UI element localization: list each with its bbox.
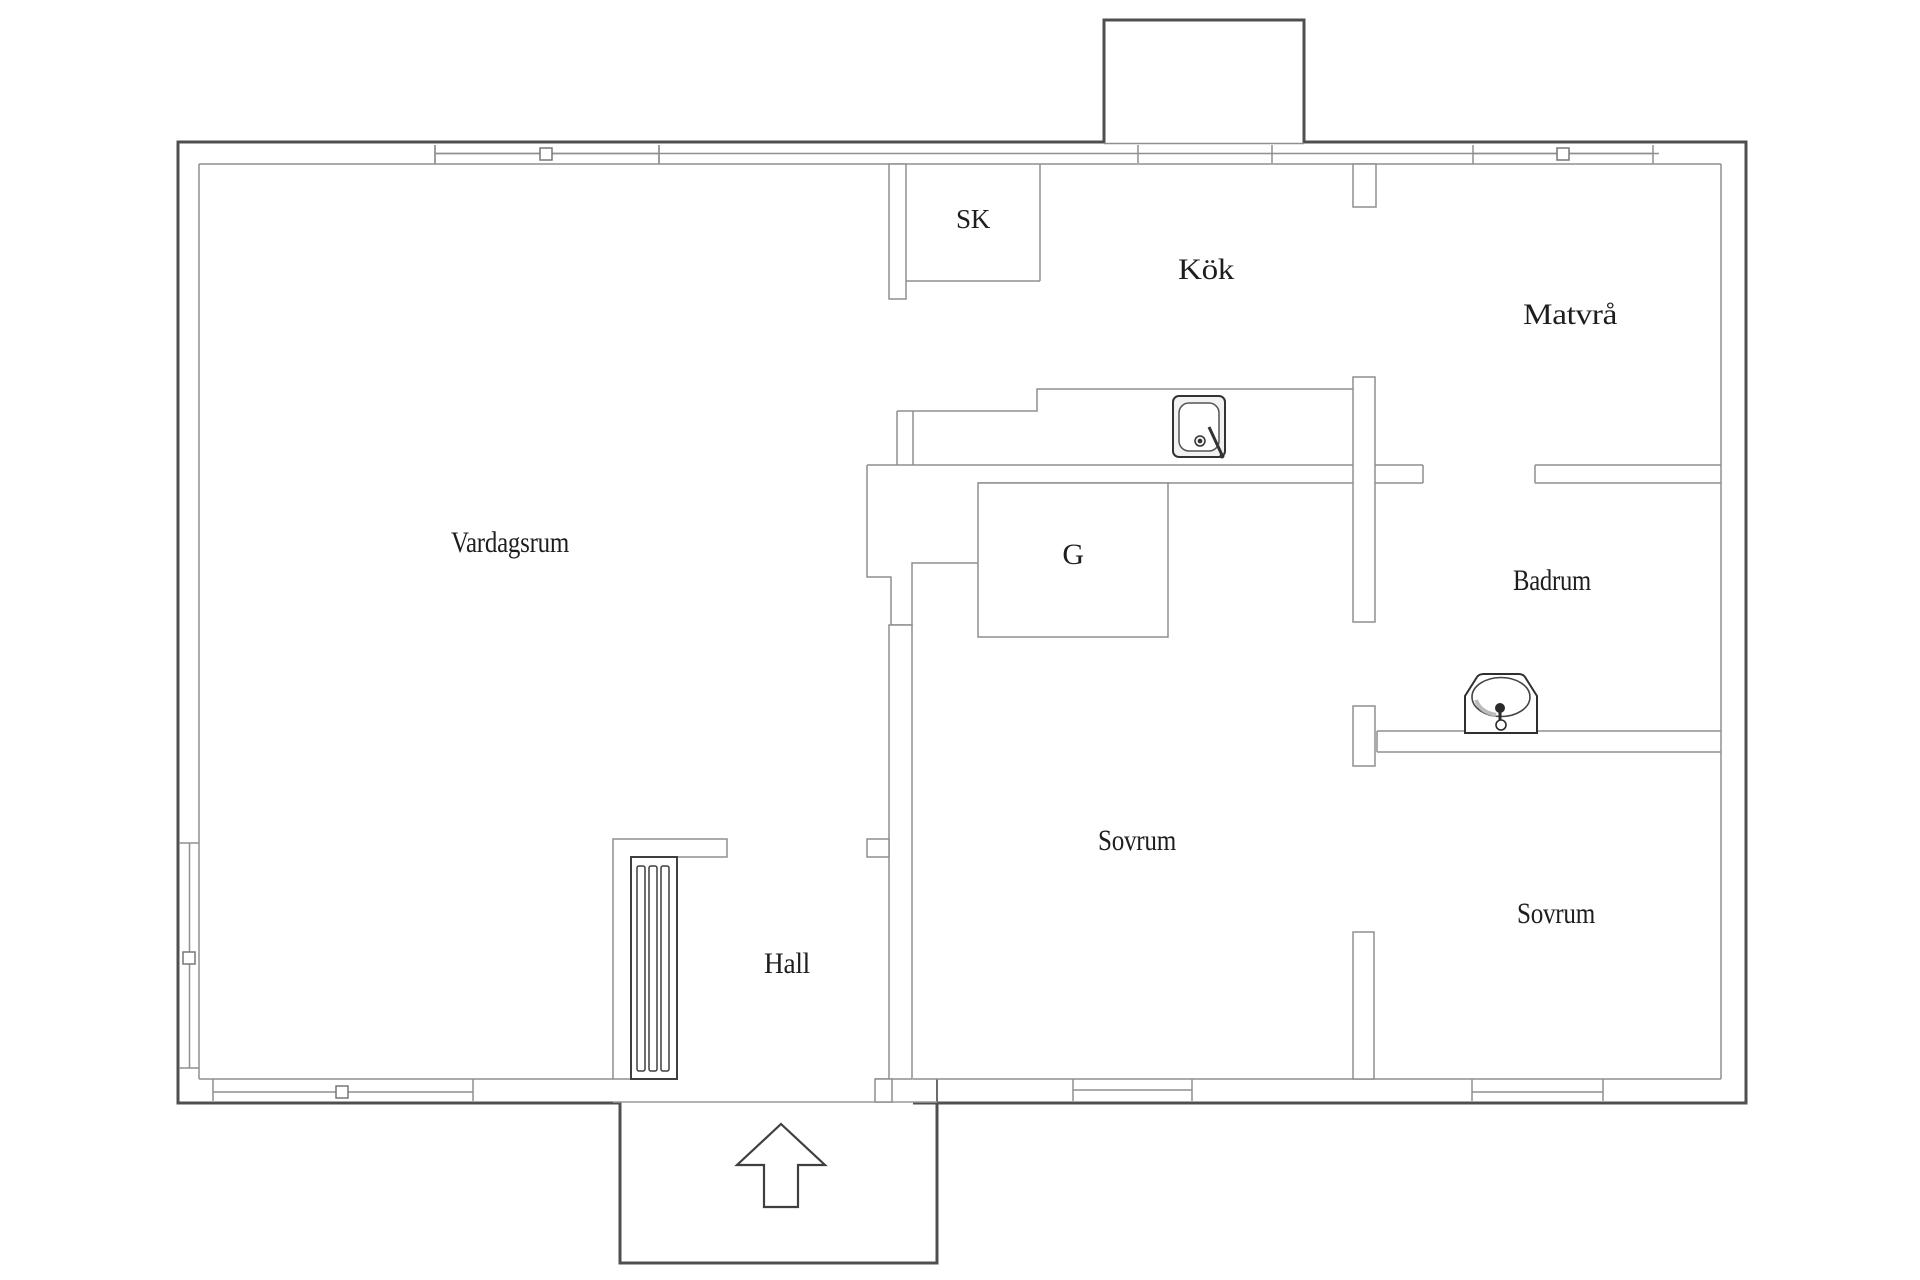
wall-hall-sovrum <box>888 624 913 1080</box>
room-labels: Vardagsrum SK Kök Matvrå G Badrum Sovrum… <box>451 204 1617 980</box>
wardrobe-g-box <box>977 482 1169 638</box>
exterior-outline <box>176 18 1748 1265</box>
wall-vardagsrum-sk <box>888 163 907 300</box>
windows <box>179 145 1659 1101</box>
bathroom-sink-icon <box>1464 673 1538 734</box>
room-label-kok: Kök <box>1178 253 1234 286</box>
room-label-matvra: Matvrå <box>1523 298 1617 331</box>
radiator-icon <box>630 856 678 1080</box>
sk-closet-outline <box>906 164 1041 282</box>
entrance-arrow-icon <box>734 1122 828 1209</box>
wall-hall-arm <box>866 838 890 858</box>
window-bottom-right <box>1471 1079 1604 1101</box>
window-marker <box>182 951 196 965</box>
window-top-left <box>434 145 1659 164</box>
wall-between-bedrooms <box>1352 931 1375 1080</box>
wall-door-jamb <box>874 1078 893 1103</box>
wall-badrum-stub <box>1352 705 1376 767</box>
interior-walls <box>612 163 1721 1103</box>
chimney-stack <box>866 411 978 626</box>
room-label-sovrum-mitt: Sovrum <box>1098 824 1176 857</box>
room-label-sk: SK <box>956 204 991 234</box>
window-marker <box>539 147 553 161</box>
room-label-sovrum-hoger: Sovrum <box>1517 897 1595 930</box>
room-label-badrum: Badrum <box>1513 564 1591 597</box>
room-label-hall: Hall <box>764 947 810 980</box>
kitchen-sink-icon <box>1172 395 1226 459</box>
window-marker <box>335 1085 349 1099</box>
window-left-wall <box>179 842 199 1069</box>
wall-central-band <box>867 464 1721 484</box>
wall-kok-badrum <box>1352 376 1376 623</box>
room-label-g: G <box>1062 538 1083 571</box>
wall-badrum-south <box>1376 730 1721 753</box>
window-bottom-left <box>212 1079 474 1101</box>
room-label-vardagsrum: Vardagsrum <box>451 526 569 559</box>
window-marker <box>1556 147 1570 161</box>
interior-face-lines <box>198 145 1722 1080</box>
kitchen-counter <box>897 388 1353 412</box>
window-bottom-middle <box>1072 1079 1193 1101</box>
window-top-right <box>1472 145 1654 164</box>
wall-pier-kok-matvra <box>1352 163 1377 208</box>
